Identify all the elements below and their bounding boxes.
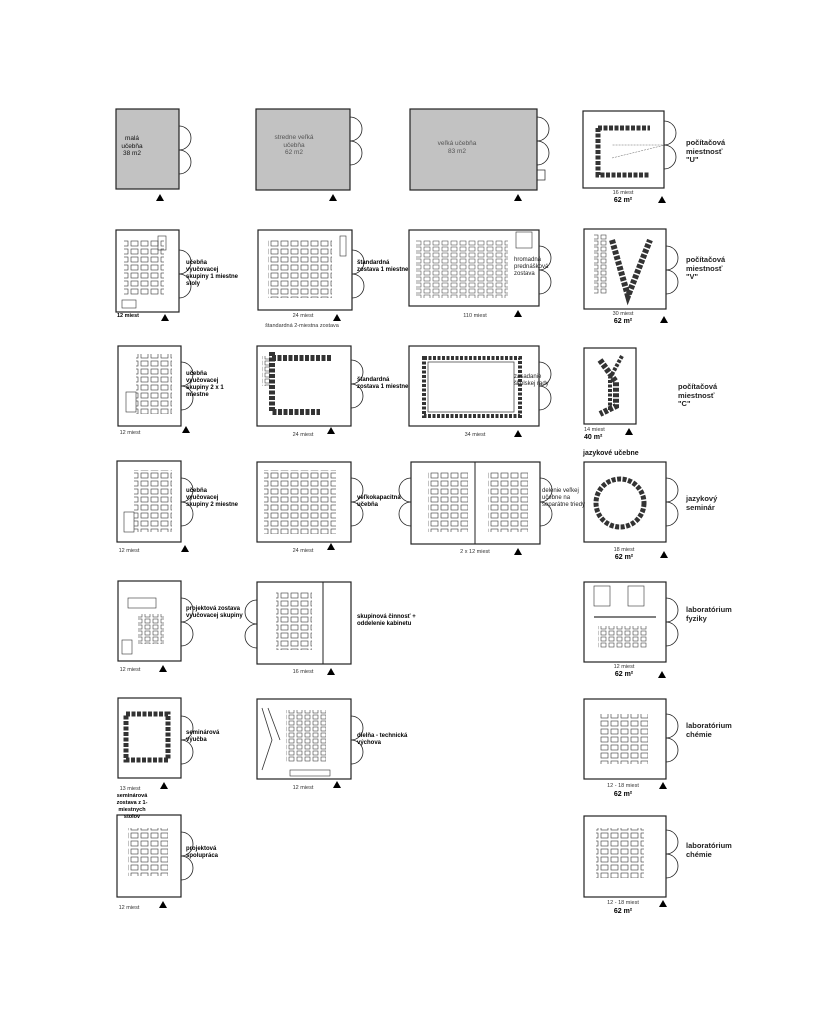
plan-chemistry-lab-1 bbox=[583, 698, 679, 789]
label-r4: projektová zostava vyučovacej skupiny bbox=[186, 606, 243, 619]
room-large-area: 83 m2 bbox=[447, 147, 467, 155]
plan-s1 bbox=[257, 229, 365, 321]
seats-s5: 12 miest bbox=[292, 785, 314, 791]
plan-r5 bbox=[117, 697, 194, 789]
plan-computer-u bbox=[582, 110, 677, 203]
label-computer-v: počítačová miestnosť "V" bbox=[686, 255, 726, 281]
plan-r6 bbox=[116, 814, 194, 908]
room-small-label: malá učebňa 38 m2 bbox=[117, 135, 147, 158]
room-medium-label: stredne veľká učebňa 62 m2 bbox=[270, 134, 318, 157]
label-computer-c: počítačová miestnosť "C" bbox=[678, 382, 718, 408]
label-language-seminar: jazykový seminár bbox=[686, 494, 718, 512]
plan-computer-c bbox=[583, 347, 637, 435]
label-s1: štandardná zostava 1 miestne bbox=[357, 260, 409, 273]
seats-computer-u: 16 miest bbox=[612, 190, 634, 196]
seats-s3: 24 miest bbox=[292, 548, 314, 554]
label-r5: seminárová výučba bbox=[186, 730, 220, 743]
plan-s4 bbox=[244, 581, 352, 675]
area-physics-lab: 62 m² bbox=[614, 671, 634, 678]
seats-language-seminar: 18 miest bbox=[613, 547, 635, 553]
empty-room-large bbox=[409, 108, 550, 201]
plan-s3 bbox=[256, 461, 364, 550]
seats-computer-c: 14 miest bbox=[584, 427, 605, 433]
label-physics-lab: laboratórium fyziky bbox=[686, 605, 732, 623]
label-r2: učebňa vyučovacej skupiny 2 x 1 miestne bbox=[186, 371, 224, 398]
area-chemistry-lab-2: 62 m² bbox=[613, 908, 633, 915]
plan-s2 bbox=[256, 345, 364, 434]
area-computer-v: 62 m² bbox=[613, 318, 633, 325]
empty-room-medium bbox=[255, 108, 363, 201]
plan-language-seminar bbox=[583, 461, 679, 558]
extra-r5: seminárová zostava z 1-miestnych stolov bbox=[116, 793, 148, 820]
seats-r3: 12 miest bbox=[118, 548, 140, 554]
plan-r1 bbox=[115, 229, 192, 321]
seats-l2: 34 miest bbox=[464, 432, 486, 438]
label-chemistry-lab-1: laboratórium chémie bbox=[686, 721, 732, 739]
plan-l3 bbox=[398, 461, 553, 555]
plan-l1 bbox=[408, 229, 552, 317]
seats-s1: 24 miest bbox=[292, 313, 314, 319]
label-s3: veľkokapacitná učebňa bbox=[357, 495, 401, 508]
seats-chemistry-lab-2: 12 - 18 miest bbox=[607, 900, 639, 906]
label-r1: učebňa vyučovacej skupiny 1 miestne stol… bbox=[186, 260, 239, 287]
label-l3: delenie veľkej učebne na separátne tried… bbox=[542, 488, 586, 508]
seats-chemistry-lab-1: 12 - 18 miest bbox=[607, 783, 639, 789]
seats-r5: 13 miest bbox=[119, 786, 141, 792]
room-large-name: veľká učebňa bbox=[437, 140, 477, 147]
plan-r3 bbox=[116, 460, 194, 552]
room-small-name: malá učebňa bbox=[121, 135, 143, 150]
seats-r1: 12 miest bbox=[116, 313, 139, 319]
plan-r4 bbox=[117, 580, 194, 672]
label-chemistry-lab-2: laboratórium chémie bbox=[686, 841, 732, 859]
area-computer-c: 40 m² bbox=[584, 434, 603, 441]
seats-l1: 110 miest bbox=[463, 313, 487, 319]
label-r3: učebňa vyučovacej skupiny 2 miestne bbox=[186, 488, 239, 508]
label-r6: projektová spolupráca bbox=[186, 846, 219, 859]
seats-computer-v: 30 miest bbox=[612, 311, 634, 317]
seats-l3: 2 x 12 miest bbox=[460, 549, 490, 555]
label-l1: hromadná prednášková zostava bbox=[514, 257, 549, 277]
plan-computer-v bbox=[583, 228, 679, 323]
seats-s2: 24 miest bbox=[292, 432, 314, 438]
empty-room-small bbox=[115, 108, 192, 201]
seats-r4: 12 miest bbox=[119, 667, 141, 673]
label-computer-u: počítačová miestnosť "U" bbox=[686, 138, 726, 164]
plan-s5 bbox=[256, 698, 364, 788]
plan-r2 bbox=[117, 345, 194, 433]
seats-r2: 12 miest bbox=[119, 430, 141, 436]
seats-s4: 16 miest bbox=[292, 669, 314, 675]
room-medium-area: 62 m2 bbox=[284, 149, 304, 156]
area-language-seminar: 62 m² bbox=[614, 554, 634, 561]
room-medium-name: stredne veľká učebňa bbox=[274, 134, 314, 149]
label-s2: štandardná zostava 1 miestne bbox=[357, 377, 409, 390]
label-s4: skupinová činnosť + oddelenie kabinetu bbox=[357, 614, 416, 627]
seats-r6: 12 miest bbox=[118, 905, 140, 911]
seats-physics-lab: 12 miest bbox=[613, 664, 635, 670]
label-l2: zasadanie školskej rady bbox=[514, 374, 549, 387]
room-small-area: 38 m2 bbox=[122, 150, 142, 157]
room-large-label: veľká učebňa 83 m2 bbox=[432, 140, 482, 155]
plan-l2 bbox=[408, 345, 552, 437]
label-s5: dielňa - technická výchova bbox=[357, 733, 408, 746]
area-chemistry-lab-1: 62 m² bbox=[613, 791, 633, 798]
plan-physics-lab bbox=[583, 581, 679, 678]
section-language-rooms: jazykové učebne bbox=[583, 450, 639, 457]
plan-chemistry-lab-2 bbox=[583, 815, 679, 907]
extra-s1: štandardná 2-miestna zostava bbox=[265, 323, 339, 329]
area-computer-u: 62 m² bbox=[613, 197, 633, 204]
